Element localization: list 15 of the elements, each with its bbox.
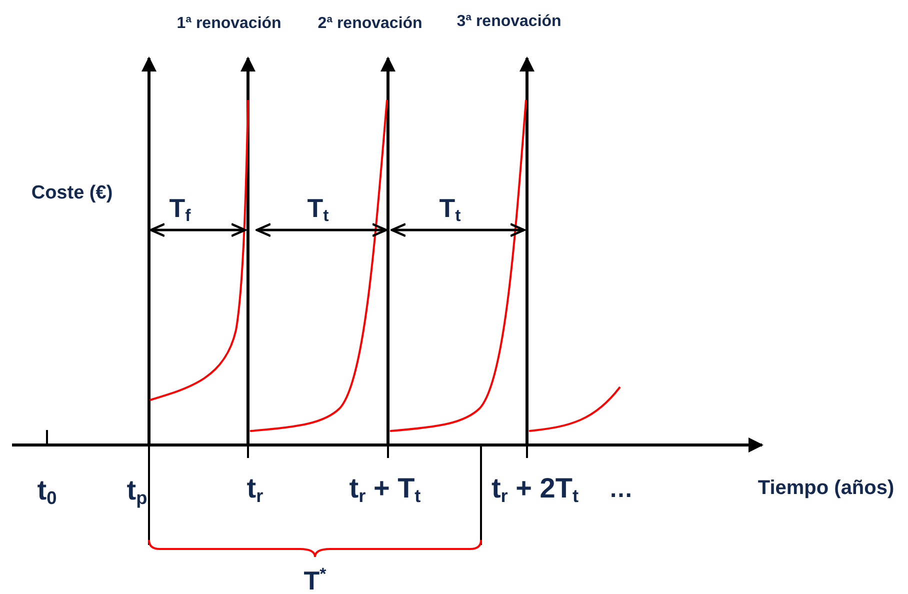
interval-label: T$_{t}$	[307, 194, 329, 226]
time-label: t$_{0}$	[37, 476, 57, 508]
time-label: t$_{r}$ + T$_{t}$	[349, 474, 421, 506]
axis-label: Coste (€)	[31, 184, 113, 202]
interval-label: T$_{f}$	[169, 194, 191, 226]
axis-label: Tiempo (años)	[758, 478, 894, 498]
event-label: 3ª renovación	[456, 14, 562, 30]
ellipsis: …	[609, 478, 633, 502]
interval-label: T$_{t}$	[439, 194, 461, 226]
event-label: 2ª renovación	[318, 16, 422, 32]
time-label: t$_{r}$	[246, 474, 264, 506]
event-label: 1ª renovación	[176, 16, 282, 32]
time-label: t$_{p}$	[126, 476, 148, 508]
time-label: t$_{r}$ + 2T$_{t}$	[491, 474, 579, 506]
interval-label: T$^{*}$	[304, 566, 326, 594]
